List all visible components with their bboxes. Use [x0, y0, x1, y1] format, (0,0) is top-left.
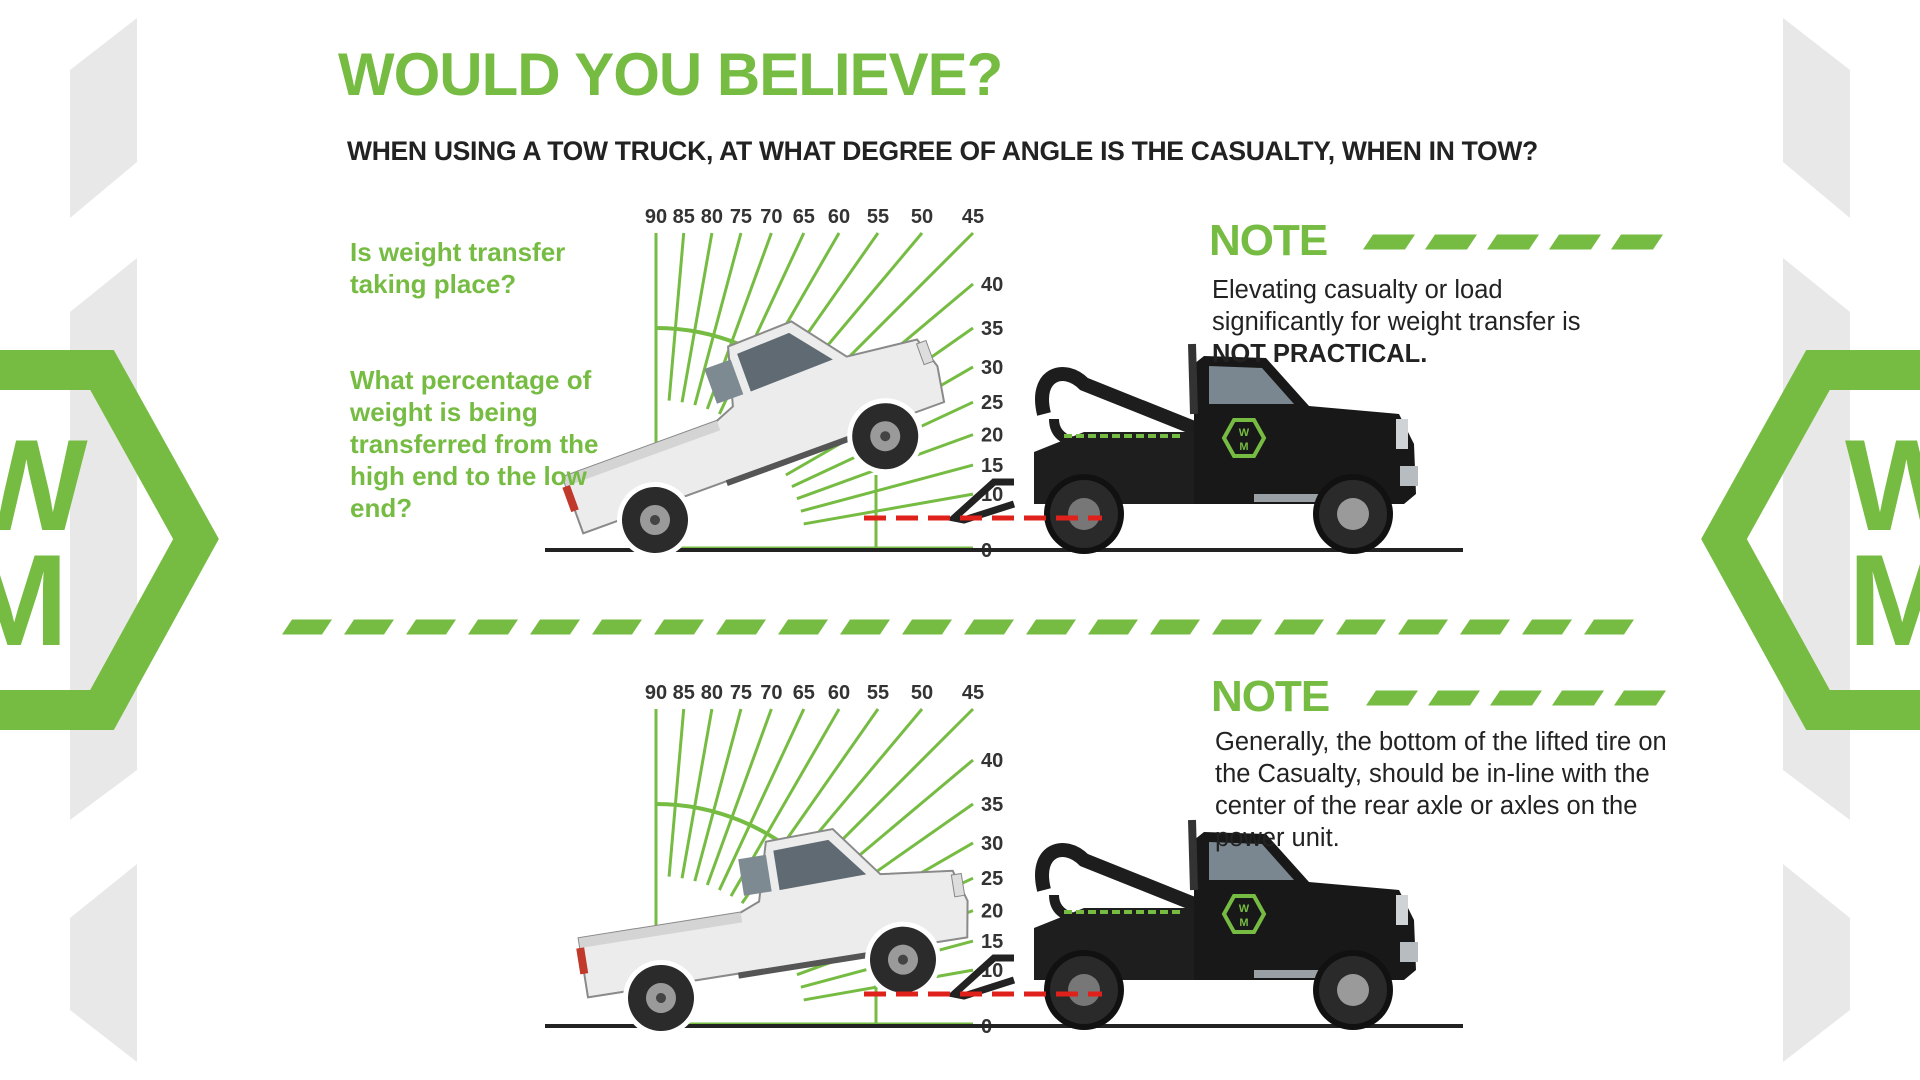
gauge-line-10-deg	[803, 492, 974, 526]
page-title: WOULD YOU BELIEVE?	[338, 41, 1003, 108]
logo-letter-m: M	[0, 527, 68, 673]
gauge-line-80-deg	[680, 708, 714, 879]
right-gray-panels	[1783, 18, 1850, 1062]
note-emphasis: NOT PRACTICAL.	[1212, 340, 1428, 368]
gauge-tick-label: 60	[828, 206, 850, 228]
question-weight-percentage: What percentage of weight is being trans…	[350, 365, 599, 523]
dash-segment	[530, 619, 580, 635]
gauge-line-85-deg	[667, 708, 686, 877]
logo-letter-w: W	[0, 412, 88, 558]
gauge-tick-label: 55	[867, 206, 889, 228]
note-dashes	[1366, 690, 1666, 706]
gauge-tick-label: 70	[760, 682, 782, 704]
gauge-tick-label: 50	[911, 682, 933, 704]
dash-segment	[1460, 619, 1510, 635]
dash-segment	[840, 619, 890, 635]
gauge-line-75-deg	[693, 232, 743, 406]
logo-letter-w: W	[1845, 412, 1920, 558]
gauge-tick-label: 55	[867, 682, 889, 704]
note-body: Elevating casualty or load significantly…	[1212, 276, 1581, 336]
dash-segment	[902, 619, 952, 635]
gauge-tick-label: 80	[701, 682, 723, 704]
dash-segment	[592, 619, 642, 635]
dash-segment	[1552, 690, 1604, 706]
gauge-tick-label: 75	[730, 206, 752, 228]
tow-truck	[954, 344, 1418, 554]
dash-segment	[1026, 619, 1076, 635]
dash-segment	[1490, 690, 1542, 706]
gauge-tick-label: 65	[793, 206, 815, 228]
dash-segment	[344, 619, 394, 635]
gauge-tick-label: 35	[981, 794, 1003, 816]
dash-segment	[1150, 619, 1200, 635]
question-weight-transfer: Is weight transfer taking place?	[350, 237, 566, 299]
dash-segment	[778, 619, 828, 635]
gauge-tick-label: 25	[981, 868, 1003, 890]
gauge-tick-label: 90	[645, 682, 667, 704]
gauge-line-65-deg	[718, 708, 806, 891]
gauge-line-75-deg	[693, 708, 743, 882]
gauge-line-85-deg	[667, 232, 686, 401]
dash-segment	[1549, 234, 1601, 250]
right-hex-logo: W M	[1701, 350, 1920, 730]
dash-segment	[964, 619, 1014, 635]
gauge-tick-label: 85	[673, 206, 695, 228]
page-subtitle: WHEN USING A TOW TRUCK, AT WHAT DEGREE O…	[347, 136, 1538, 166]
gauge-tick-label: 50	[911, 206, 933, 228]
dash-segment	[1614, 690, 1666, 706]
gauge-tick-label: 30	[981, 833, 1003, 855]
dash-segment	[1212, 619, 1262, 635]
note-title: NOTE	[1211, 672, 1330, 721]
gauge-line-80-deg	[680, 232, 714, 403]
dash-segment	[1584, 619, 1634, 635]
dash-segment	[1363, 234, 1415, 250]
note-dashes	[1363, 234, 1663, 250]
gauge-tick-label: 45	[962, 206, 984, 228]
dash-segment	[1428, 690, 1480, 706]
dash-segment	[1611, 234, 1663, 250]
gauge-tick-label: 25	[981, 392, 1003, 414]
gauge-tick-label: 15	[981, 931, 1003, 953]
dash-segment	[1398, 619, 1448, 635]
dash-segment	[1522, 619, 1572, 635]
note-text: Elevating casualty or load significantly…	[1212, 274, 1632, 370]
dash-segment	[716, 619, 766, 635]
gauge-tick-label: 70	[760, 206, 782, 228]
left-hex-logo: W M	[0, 350, 219, 730]
dash-segment	[282, 619, 332, 635]
dash-segment	[1336, 619, 1386, 635]
gauge-tick-label: 85	[673, 682, 695, 704]
gauge-tick-label: 15	[981, 455, 1003, 477]
gauge-tick-label: 45	[962, 682, 984, 704]
dash-segment	[1487, 234, 1539, 250]
gauge-line-15-deg	[800, 463, 974, 513]
gauge-tick-label: 80	[701, 206, 723, 228]
dash-segment	[1088, 619, 1138, 635]
dash-segment	[1425, 234, 1477, 250]
gauge-line-70-deg	[705, 708, 773, 886]
gauge-tick-label: 90	[645, 206, 667, 228]
gauge-tick-label: 20	[981, 425, 1003, 447]
gauge-tick-label: 30	[981, 357, 1003, 379]
gauge-tick-label: 20	[981, 901, 1003, 923]
logo-letter-m: M	[1848, 527, 1920, 673]
dash-segment	[1366, 690, 1418, 706]
note-title: NOTE	[1209, 216, 1328, 265]
gauge-tick-label: 65	[793, 682, 815, 704]
dash-segment	[1274, 619, 1324, 635]
dash-segment	[468, 619, 518, 635]
dash-segment	[406, 619, 456, 635]
dash-segment	[654, 619, 704, 635]
gauge-tick-label: 40	[981, 750, 1003, 772]
gauge-tick-label: 40	[981, 274, 1003, 296]
gauge-tick-label: 75	[730, 682, 752, 704]
casualty-pickup-level	[564, 810, 981, 1047]
dashed-divider	[282, 619, 1634, 635]
note-text: Generally, the bottom of the lifted tire…	[1215, 728, 1667, 852]
gauge-tick-label: 60	[828, 682, 850, 704]
gauge-tick-label: 35	[981, 318, 1003, 340]
